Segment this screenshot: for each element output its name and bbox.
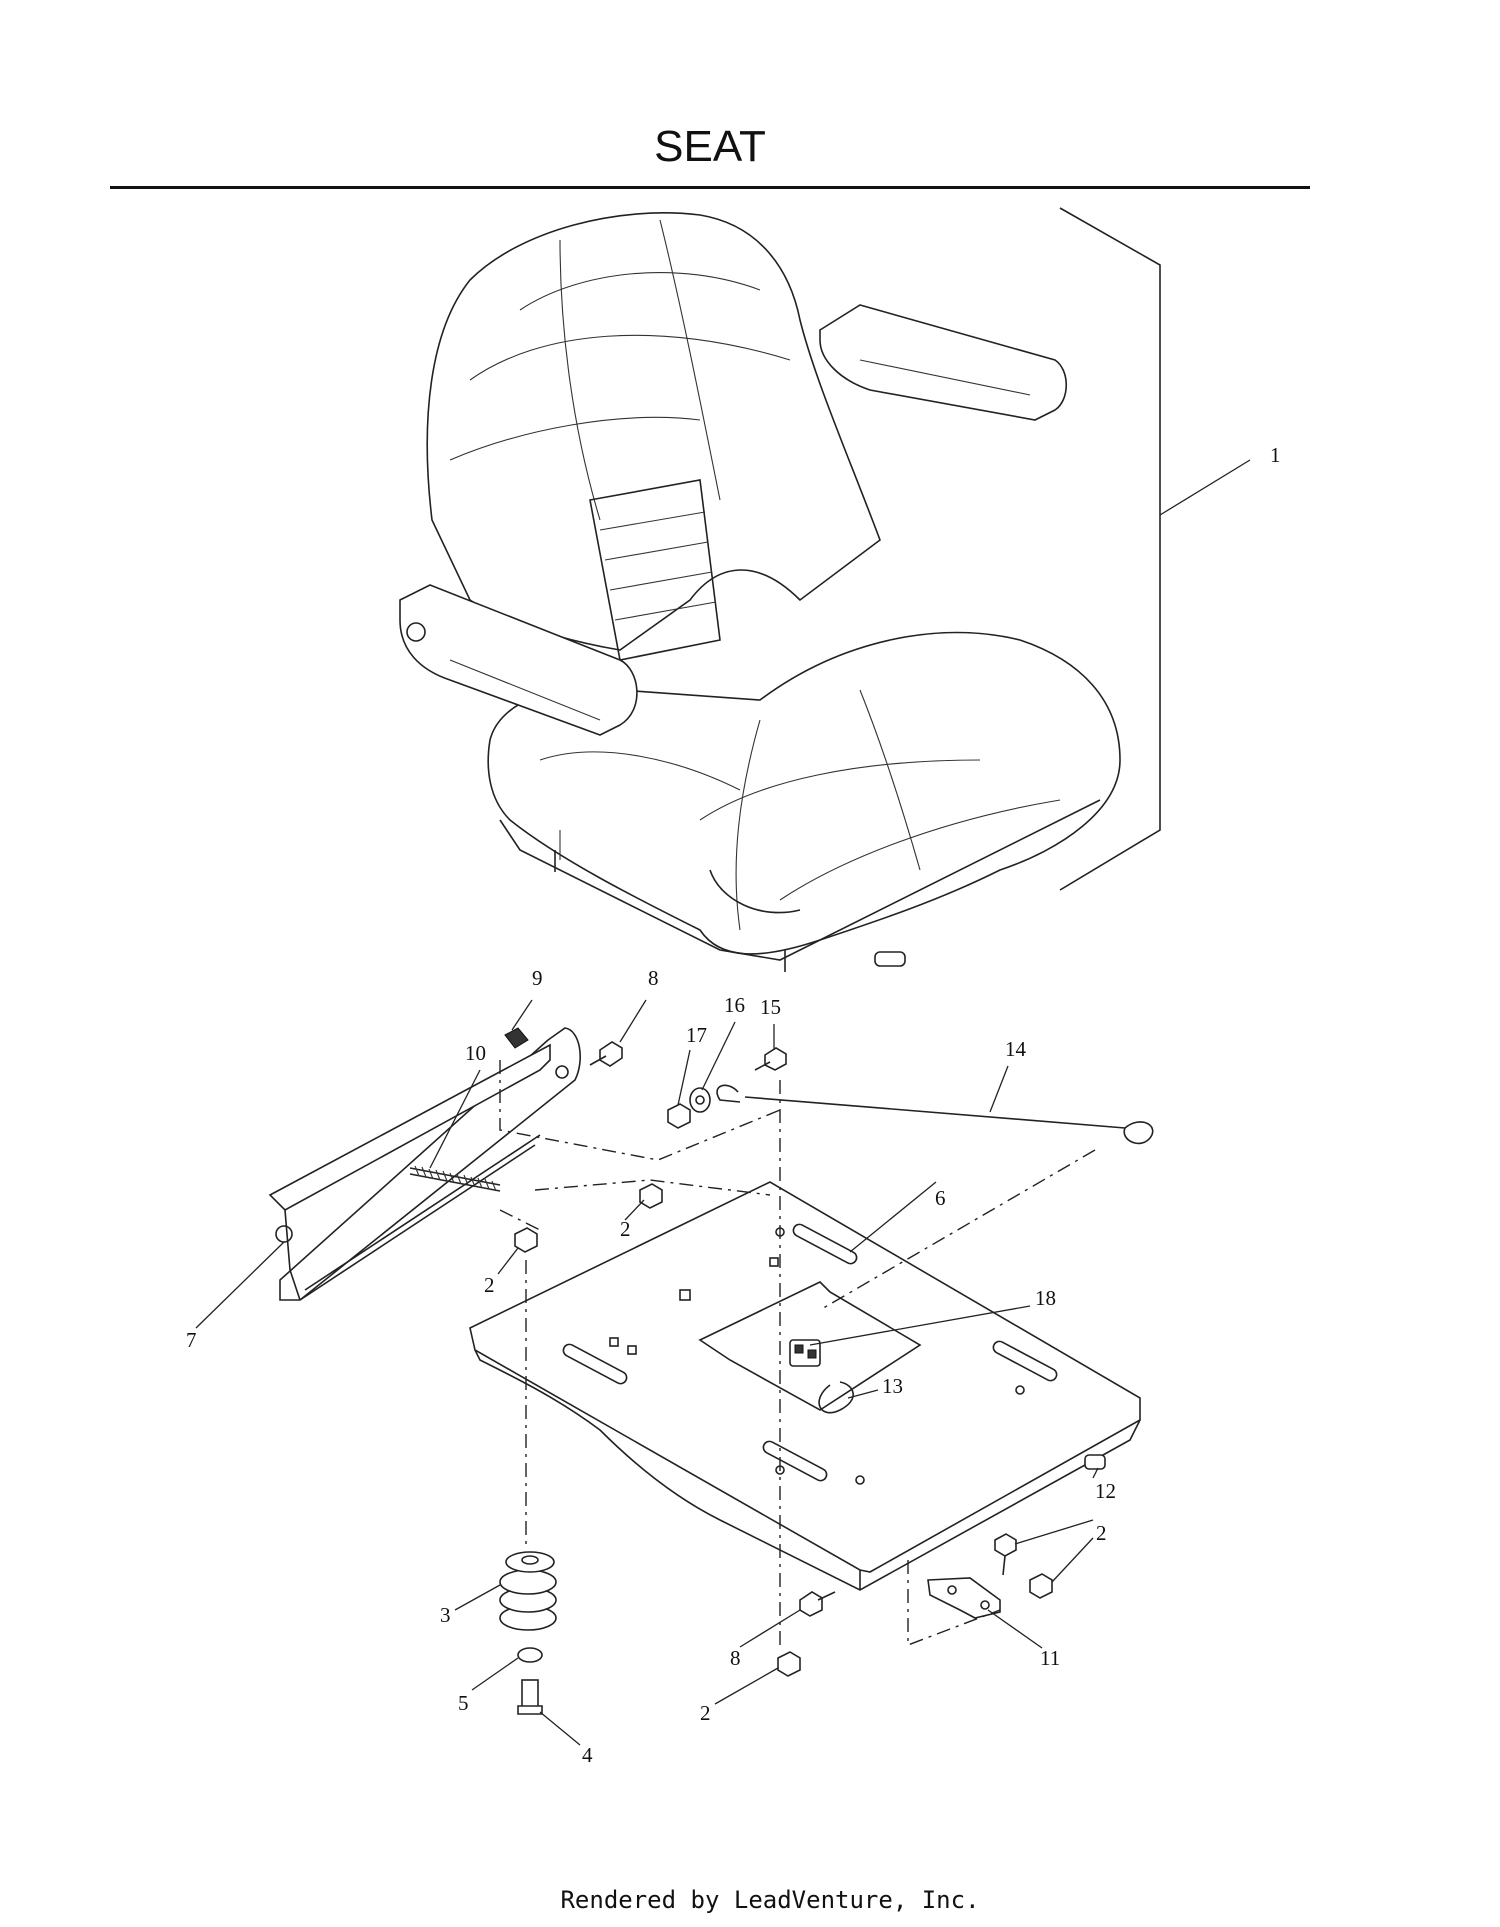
callout-15: 15 [760,995,781,1019]
footer-credit: Rendered by LeadVenture, Inc. [560,1886,980,1914]
callout-7: 7 [186,1328,197,1352]
callout-2-d: 2 [700,1701,711,1725]
callout-2-a: 2 [620,1217,631,1241]
callout-14: 14 [1005,1037,1027,1061]
callout-3: 3 [440,1603,451,1627]
callout-4: 4 [582,1743,593,1767]
callout-11: 11 [1040,1646,1060,1670]
callout-18: 18 [1035,1286,1056,1310]
seat-assembly [399,207,1251,972]
seat-switch [789,1339,821,1367]
callout-17: 17 [686,1023,707,1047]
seat-pan-plate [469,1181,1141,1591]
callout-9: 9 [532,966,543,990]
callout-leaders [195,999,1099,1746]
title-rule [110,186,1310,189]
callout-6: 6 [935,1186,946,1210]
callout-10: 10 [465,1041,486,1065]
spring-isolator [499,1551,557,1631]
seat-hinge-bracket [268,1027,581,1301]
callout-labels: 1 9 8 10 16 17 15 14 6 2 2 18 13 7 12 2 … [186,443,1281,1767]
callout-8-upper: 8 [648,966,659,990]
callout-16: 16 [724,993,745,1017]
callout-13: 13 [882,1374,903,1398]
page-title: SEAT [654,122,766,171]
callout-5: 5 [458,1691,469,1715]
callout-12: 12 [1095,1479,1116,1503]
fastener-parts [499,1041,1154,1715]
assembly-centerlines [499,1060,1096,1650]
callout-8-lower: 8 [730,1646,741,1670]
callout-1: 1 [1270,443,1281,467]
callout-2-b: 2 [484,1273,495,1297]
callout-2-c: 2 [1096,1521,1107,1545]
seat-rod [716,1084,1154,1145]
tension-spring [409,1165,501,1192]
